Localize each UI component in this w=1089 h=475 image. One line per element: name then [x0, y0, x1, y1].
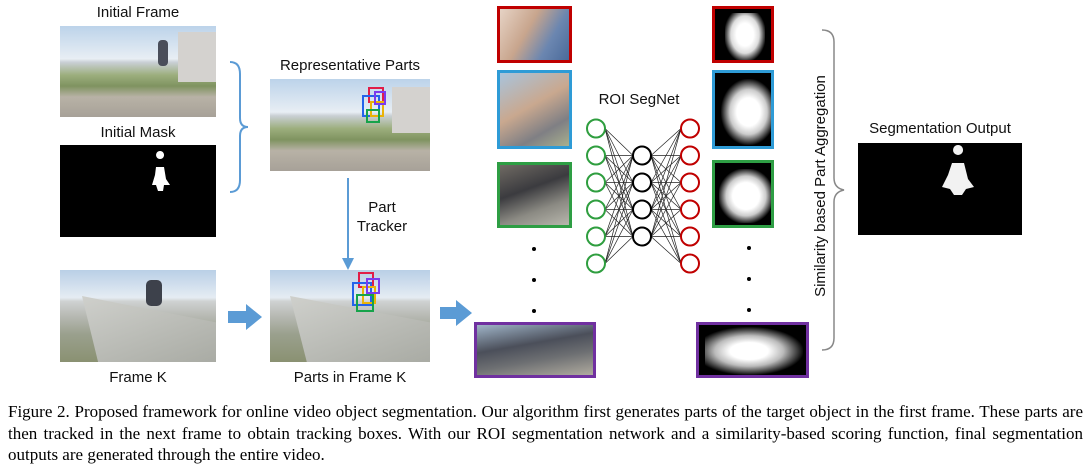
- network-edge: [650, 128, 682, 210]
- input-node: [586, 118, 606, 139]
- building: [392, 87, 430, 133]
- caption-label: Figure 2.: [8, 402, 70, 421]
- segmentation-output-image: [858, 143, 1022, 235]
- mask-silhouette: [152, 151, 170, 191]
- network-edge: [650, 155, 682, 237]
- frame-k-label: Frame K: [109, 369, 167, 386]
- network-edge: [604, 236, 634, 264]
- part-mask-blue: [712, 70, 774, 149]
- hidden-node: [632, 226, 652, 247]
- ellipsis-dot: [532, 309, 536, 313]
- parts-in-frame-k-label: Parts in Frame K: [293, 369, 407, 386]
- network-edge: [650, 236, 682, 264]
- part-mask-purple: [696, 322, 809, 378]
- initial-mask-label: Initial Mask: [100, 124, 176, 141]
- output-node: [680, 226, 700, 247]
- input-node: [586, 172, 606, 193]
- part-box: [374, 91, 386, 105]
- ellipsis-dot: [532, 278, 536, 282]
- network-edge: [604, 155, 634, 183]
- mask-blob: [725, 13, 765, 60]
- output-silhouette: [942, 145, 974, 195]
- part-crop-purple: [474, 322, 596, 378]
- part-mask-green: [712, 160, 774, 228]
- mask-blob: [705, 327, 803, 375]
- network-edge: [650, 128, 682, 183]
- frame-k-image: [60, 270, 216, 362]
- building: [178, 32, 216, 82]
- arrow-down-icon: [342, 178, 354, 270]
- hidden-node: [632, 145, 652, 166]
- initial-frame-image: [60, 26, 216, 117]
- input-node: [586, 226, 606, 247]
- caption-text: Proposed framework for online video obje…: [8, 402, 1083, 464]
- aggregation-bracket: [821, 29, 845, 351]
- roi-segnet-label: ROI SegNet: [598, 91, 680, 108]
- network-edge: [604, 209, 634, 264]
- arrow-right-icon: [228, 304, 262, 330]
- roi-segnet-network: [586, 118, 700, 274]
- output-node: [680, 172, 700, 193]
- figure-caption: Figure 2. Proposed framework for online …: [8, 401, 1083, 466]
- part-box: [366, 278, 380, 294]
- network-edge: [650, 128, 682, 156]
- person-figure: [158, 40, 168, 66]
- network-edge: [604, 182, 634, 264]
- part-crop-blue: [497, 70, 572, 149]
- part-box: [366, 109, 380, 123]
- network-edge: [650, 209, 682, 237]
- mask-blob: [719, 169, 771, 223]
- ellipsis-dot: [747, 246, 751, 250]
- similarity-aggregation-text: Similarity based Part Aggregation: [812, 75, 829, 297]
- representative-parts-label: Representative Parts: [279, 57, 421, 74]
- hidden-node: [632, 172, 652, 193]
- output-node: [680, 199, 700, 220]
- parts-in-frame-k-image: [270, 270, 430, 362]
- hidden-node: [632, 199, 652, 220]
- output-node: [680, 118, 700, 139]
- output-node: [680, 253, 700, 274]
- initial-mask-image: [60, 145, 216, 237]
- grouping-bracket: [229, 61, 249, 193]
- ellipsis-dot: [747, 308, 751, 312]
- input-node: [586, 199, 606, 220]
- representative-parts-image: [270, 79, 430, 171]
- network-edge: [650, 128, 682, 237]
- ellipsis-dot: [532, 247, 536, 251]
- part-box: [356, 294, 374, 312]
- segmentation-output-label: Segmentation Output: [869, 120, 1011, 137]
- output-node: [680, 145, 700, 166]
- person-figure: [146, 280, 162, 306]
- part-tracker-label-line2: Tracker: [356, 218, 408, 235]
- network-edge: [604, 155, 634, 210]
- arrow-right-icon: [440, 300, 472, 326]
- input-node: [586, 253, 606, 274]
- input-node: [586, 145, 606, 166]
- network-edge: [604, 155, 634, 237]
- part-crop-green: [497, 162, 572, 228]
- part-crop-red: [497, 6, 572, 63]
- initial-frame-label: Initial Frame: [96, 4, 180, 21]
- network-edge: [604, 155, 634, 264]
- part-tracker-label-line1: Part: [368, 199, 396, 216]
- network-edge: [650, 182, 682, 237]
- ellipsis-dot: [747, 277, 751, 281]
- network-edge: [604, 128, 634, 156]
- part-mask-red: [712, 6, 774, 63]
- mask-blob: [721, 79, 771, 145]
